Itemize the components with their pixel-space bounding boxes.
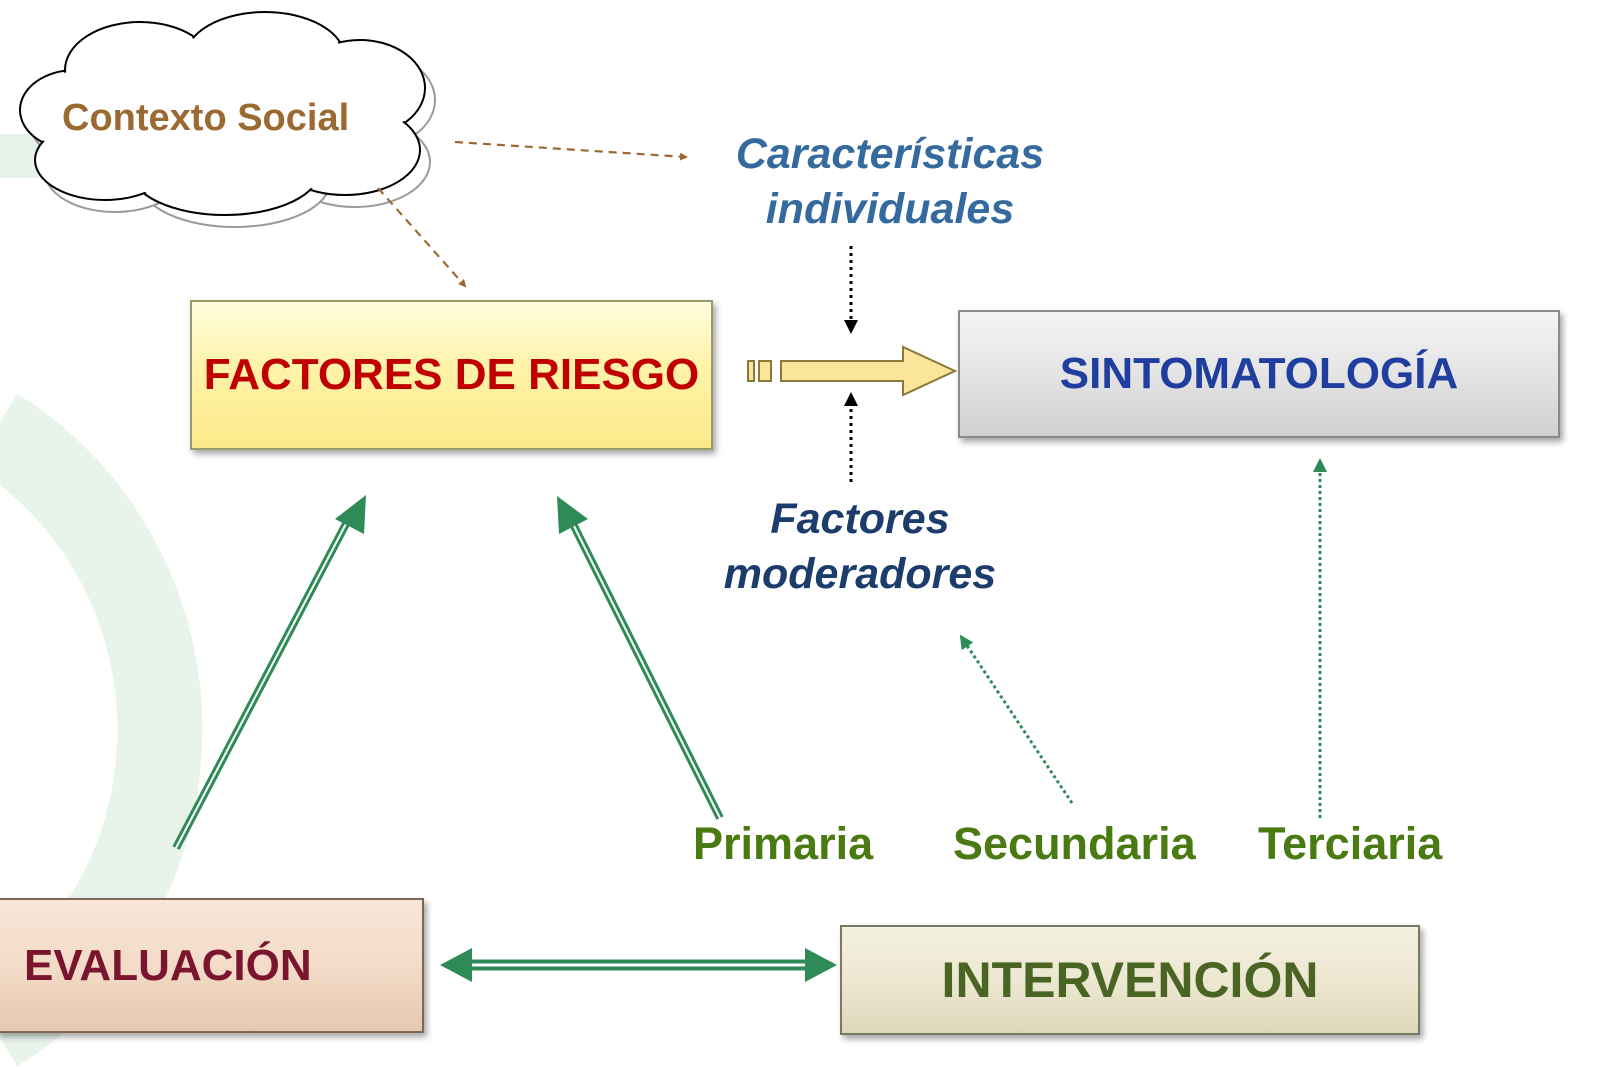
risk-factors-box: FACTORES DE RIESGO [190, 300, 713, 450]
risk-factors-label: FACTORES DE RIESGO [203, 350, 700, 399]
risk-to-symptoms-arrow [747, 345, 958, 397]
moderating-factors-line-1: Factores [770, 495, 950, 543]
individual-characteristics-label: Características individuales [700, 127, 1080, 237]
individual-characteristics-line-2: individuales [765, 185, 1015, 233]
intervention-box: INTERVENCIÓN [840, 925, 1420, 1035]
context-to-risk-arrow [377, 187, 467, 288]
evaluation-to-risk-arrow [172, 495, 366, 850]
secondary-to-moderators-arrow [959, 634, 1074, 804]
evaluation-box: EVALUACIÓN [0, 898, 424, 1033]
primary-to-risk-arrow [557, 496, 724, 820]
symptomatology-label: SINTOMATOLOGÍA [1059, 349, 1459, 398]
secondary-prevention-label: Secundaria [953, 818, 1196, 869]
primary-prevention-label: Primaria [693, 818, 874, 869]
symptomatology-box: SINTOMATOLOGÍA [958, 310, 1560, 438]
tertiary-prevention-label: Terciaria [1258, 818, 1443, 869]
context-to-characteristics-arrow [454, 140, 688, 161]
individual-characteristics-line-1: Características [735, 130, 1045, 178]
moderating-factors-line-2: moderadores [723, 550, 997, 598]
intervention-label: INTERVENCIÓN [941, 952, 1319, 1008]
evaluation-intervention-arrow [440, 948, 837, 982]
moderating-factors-label: Factores moderadores [680, 492, 1040, 602]
cloud-shape [19, 11, 436, 228]
evaluation-label: EVALUACIÓN [24, 940, 312, 990]
social-context-label: Contexto Social [62, 97, 350, 139]
